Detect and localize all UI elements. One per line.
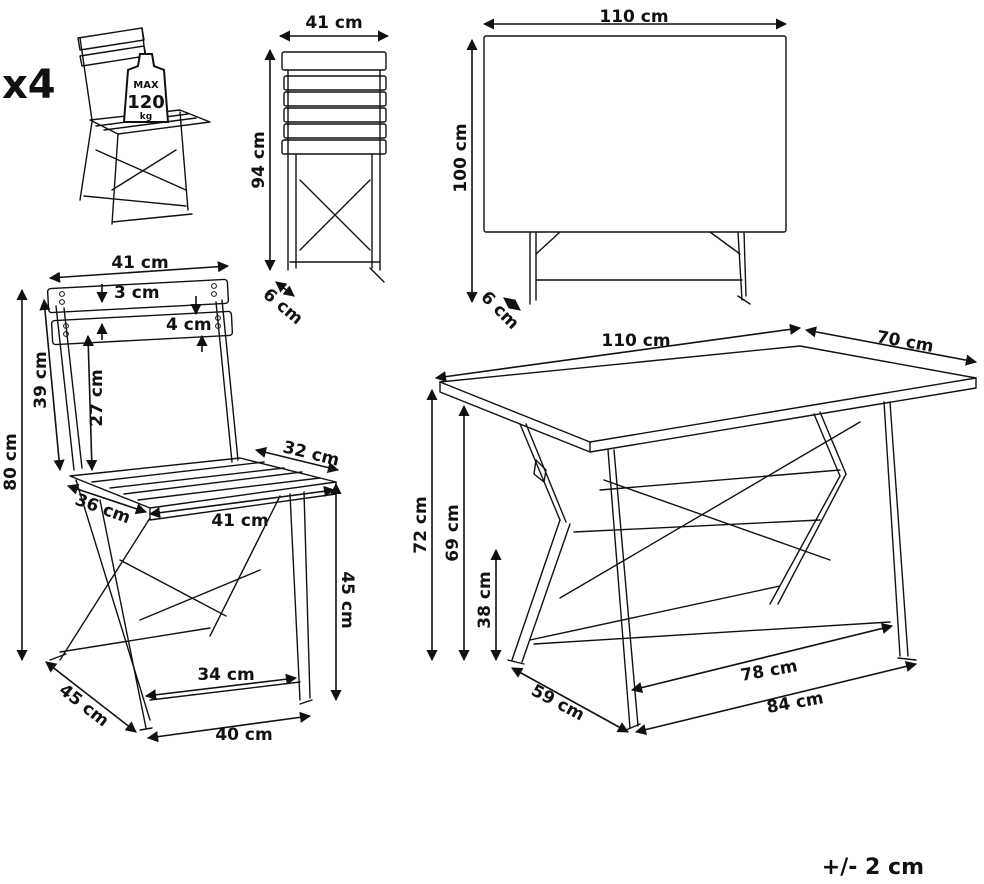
weight-icon: MAX 120 kg (122, 53, 170, 123)
folded-table-width-label: 110 cm (599, 7, 668, 27)
chair-seat-depth-label: 32 cm (281, 437, 342, 470)
chair-base-depth-label: 45 cm (55, 680, 113, 731)
folded-chair-width-label: 41 cm (305, 13, 362, 33)
chair-seat-height-label: 45 cm (337, 571, 357, 628)
folded-chair-height-label: 94 cm (249, 131, 269, 188)
chair-backrest-height-label: 39 cm (31, 351, 51, 408)
folded-chair-drawing (281, 51, 387, 283)
folded-table-depth-label: 6 cm (476, 287, 522, 333)
quantity-badge: x4 (2, 62, 56, 108)
chair-total-height-label: 80 cm (1, 433, 21, 490)
chair-dimensions: 41 cm 3 cm 4 cm 39 cm 27 cm 80 cm 32 cm … (1, 253, 357, 745)
max-load-label: MAX (133, 80, 159, 91)
table-rail-height-label: 38 cm (475, 571, 495, 628)
chair-slat-gap-label: 4 cm (166, 315, 212, 335)
chair-seat-side-label: 36 cm (72, 490, 133, 528)
max-load-value: 120 (127, 92, 165, 113)
tolerance-note: +/- 2 cm (822, 855, 924, 880)
table-length-label: 110 cm (601, 331, 670, 351)
table-base-length-label: 84 cm (765, 688, 825, 718)
folded-chair-depth-label: 6 cm (259, 285, 307, 330)
table-base-depth-label: 59 cm (528, 681, 588, 726)
max-load-unit: kg (140, 112, 152, 122)
folded-table-drawing (483, 35, 787, 305)
chair-backrest-inner-label: 27 cm (87, 369, 107, 426)
chair-slat-top-label: 3 cm (114, 283, 160, 303)
chair-base-width-label: 40 cm (215, 725, 272, 745)
chair-rail-width-label: 34 cm (197, 665, 254, 685)
chair-backrest-width-label: 41 cm (111, 253, 168, 273)
chair-seat-width-label: 41 cm (211, 511, 268, 531)
folded-table-height-label: 100 cm (451, 123, 471, 192)
table-dimensions: 110 cm 70 cm 72 cm 69 cm 38 cm 78 cm 84 … (411, 323, 978, 736)
table-height-label: 72 cm (411, 496, 431, 553)
table-width-label: 70 cm (875, 327, 935, 357)
table-leg-clearance-label: 69 cm (443, 504, 463, 561)
